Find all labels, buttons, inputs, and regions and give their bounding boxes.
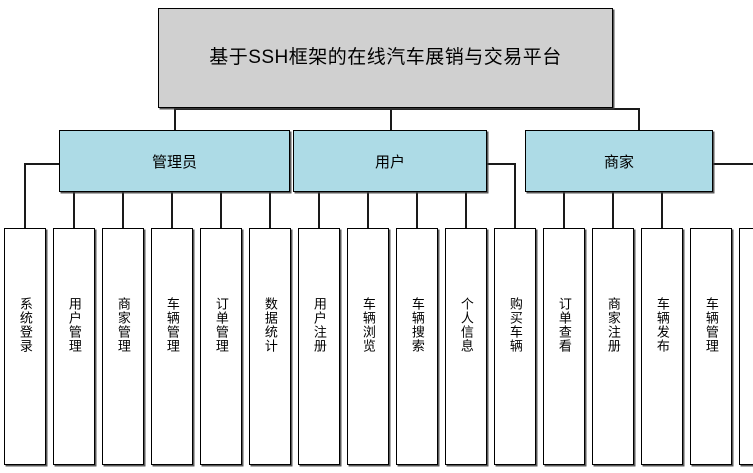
root-node-platform-title: 基于SSH框架的在线汽车展销与交易平台 — [158, 8, 613, 108]
leaf-node-label: 车辆管理 — [164, 297, 180, 353]
admin-left-elbow-horizontal — [25, 163, 59, 165]
branch-node-label: 用户 — [374, 153, 405, 171]
user-drop-1 — [318, 192, 320, 228]
user-drop-3 — [416, 192, 418, 228]
merchant-drop-2 — [612, 192, 614, 228]
branch-node-administrator: 管理员 — [59, 130, 290, 192]
leaf-node-label: 车辆浏览 — [360, 297, 376, 353]
admin-drop-6 — [269, 192, 271, 228]
admin-left-elbow-vertical — [24, 163, 26, 228]
leaf-node-label: 用户注册 — [311, 297, 327, 353]
leaf-node: 订单管理 — [739, 228, 753, 465]
admin-drop-5 — [220, 192, 222, 228]
leaf-node: 商家注册 — [592, 228, 634, 465]
leaf-node: 商家管理 — [102, 228, 144, 465]
leaf-node-label: 商家注册 — [605, 297, 621, 353]
user-right-elbow-horizontal — [487, 163, 515, 165]
leaf-node: 订单管理 — [200, 228, 242, 465]
leaf-node-label: 车辆管理 — [703, 297, 719, 353]
branch-node-label: 商家 — [603, 153, 634, 171]
leaf-node: 用户注册 — [298, 228, 340, 465]
leaf-node: 车辆发布 — [641, 228, 683, 465]
leaf-node: 车辆浏览 — [347, 228, 389, 465]
leaf-node-label: 车辆发布 — [654, 297, 670, 353]
leaf-node: 车辆管理 — [151, 228, 193, 465]
branch-node-user: 用户 — [293, 130, 487, 192]
root-node-label: 基于SSH框架的在线汽车展销与交易平台 — [209, 46, 562, 68]
leaf-node: 用户管理 — [53, 228, 95, 465]
leaf-node-label: 订单管理 — [213, 297, 229, 353]
leaf-node-label: 商家管理 — [115, 297, 131, 353]
admin-drop-3 — [122, 192, 124, 228]
user-drop-4 — [465, 192, 467, 228]
root-to-admin-line — [174, 108, 176, 130]
user-right-elbow-vertical — [514, 163, 516, 228]
leaf-node: 车辆管理 — [690, 228, 732, 465]
leaf-node: 系统登录 — [4, 228, 46, 465]
branch-node-merchant: 商家 — [525, 130, 713, 192]
leaf-node-label: 个人信息 — [458, 297, 474, 353]
leaf-node: 个人信息 — [445, 228, 487, 465]
leaf-node-label: 购买车辆 — [507, 297, 523, 353]
leaf-node-label: 车辆搜索 — [409, 297, 425, 353]
leaf-node-label: 订单查看 — [556, 297, 572, 353]
leaf-node: 订单查看 — [543, 228, 585, 465]
root-to-user-line — [390, 108, 392, 130]
merchant-drop-3 — [661, 192, 663, 228]
merchant-drop-1 — [563, 192, 565, 228]
leaf-node-label: 数据统计 — [262, 297, 278, 353]
admin-drop-4 — [171, 192, 173, 228]
user-drop-2 — [367, 192, 369, 228]
leaf-node: 车辆搜索 — [396, 228, 438, 465]
admin-drop-2 — [73, 192, 75, 228]
leaf-node-label: 用户管理 — [66, 297, 82, 353]
leaf-node: 数据统计 — [249, 228, 291, 465]
leaf-node: 购买车辆 — [494, 228, 536, 465]
leaf-node-label: 系统登录 — [17, 297, 33, 353]
root-to-merchant-line — [638, 108, 640, 130]
merchant-right-elbow-horizontal — [713, 163, 753, 165]
branch-node-label: 管理员 — [151, 153, 197, 171]
root-horizontal-bus — [174, 108, 640, 110]
